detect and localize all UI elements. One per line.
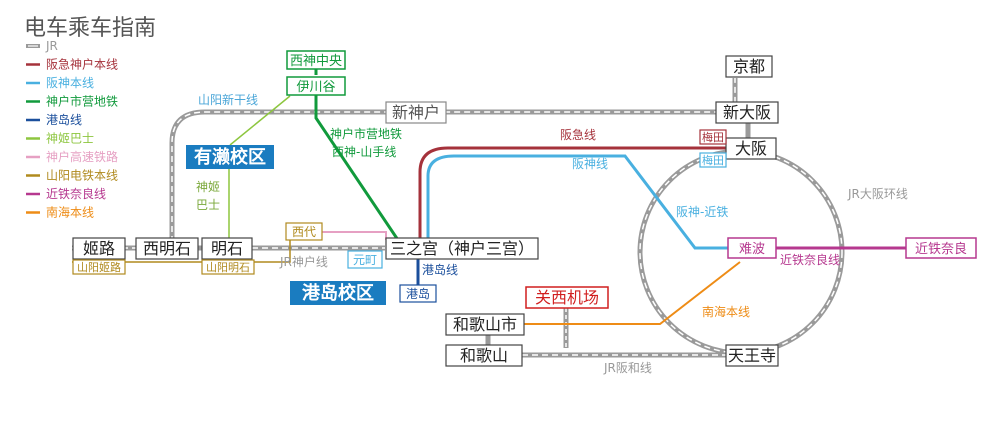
legend-label: 阪急神户本线 [46, 57, 118, 72]
svg-text:大阪: 大阪 [735, 139, 767, 158]
sanyo-line [72, 235, 291, 263]
campus-ariake[interactable]: 有濑校区 [186, 145, 274, 169]
svg-text:新神户: 新神户 [392, 103, 440, 122]
label-hankyu: 阪急线 [560, 127, 596, 142]
label-kintetsu-nara: 近铁奈良线 [780, 252, 840, 267]
hanshin-line [426, 154, 728, 250]
svg-text:西代: 西代 [292, 225, 316, 239]
svg-text:难波: 难波 [739, 242, 765, 257]
legend-item: 近铁奈良线 [26, 186, 106, 201]
station-shin-osaka[interactable]: 新大阪 [715, 101, 779, 124]
svg-text:西明石: 西明石 [143, 239, 191, 258]
legend-label: 阪神本线 [46, 76, 94, 90]
station-wakayamashi[interactable]: 和歌山市 [445, 313, 525, 336]
legend-item: 南海本线 [26, 205, 94, 220]
label-hanshin-kintetsu: 阪神-近铁 [676, 205, 728, 219]
label-subway-2: 西神-山手线 [332, 145, 396, 159]
station-kyoto[interactable]: 京都 [725, 55, 773, 78]
legend-item: 港岛线 [26, 112, 82, 127]
legend-item: 阪神本线 [26, 76, 94, 90]
legend-label: 近铁奈良线 [46, 186, 106, 201]
svg-text:和歌山市: 和歌山市 [453, 315, 517, 334]
svg-text:港岛校区: 港岛校区 [302, 282, 374, 304]
legend-item: 神户高速铁路 [26, 149, 118, 164]
campus-port[interactable]: 港岛校区 [290, 281, 386, 305]
legend-label: 神户市营地铁 [46, 94, 118, 109]
legend-item: 神姬巴士 [26, 132, 94, 146]
svg-text:港岛: 港岛 [406, 286, 430, 301]
svg-text:明石: 明石 [211, 239, 243, 258]
station-motomachi[interactable]: 元町 [347, 250, 383, 269]
station-umeda-hanshin[interactable]: 梅田 [699, 152, 727, 168]
svg-text:元町: 元町 [353, 253, 377, 267]
label-port-liner: 港岛线 [422, 262, 458, 277]
station-port[interactable]: 港岛 [399, 284, 437, 303]
legend-item: 阪急神户本线 [26, 57, 118, 72]
svg-text:西神中央: 西神中央 [290, 54, 342, 69]
station-wakayama[interactable]: 和歌山 [445, 344, 523, 367]
label-bus-1: 神姬 [196, 180, 220, 194]
station-namba[interactable]: 难波 [727, 237, 777, 259]
page-title: 电车乘车指南 [24, 16, 156, 41]
station-tennoji[interactable]: 天王寺 [725, 344, 779, 367]
station-sanyo-himeji[interactable]: 山阳姬路 [72, 259, 126, 275]
station-akashi[interactable]: 明石 [201, 237, 253, 260]
svg-text:天王寺: 天王寺 [728, 346, 776, 365]
svg-text:新大阪: 新大阪 [723, 103, 771, 122]
station-himeji[interactable]: 姬路 [72, 237, 126, 260]
legend: JR 阪急神户本线阪神本线神户市营地铁港岛线神姬巴士神户高速铁路山阳电铁本线近铁奈… [26, 39, 118, 220]
station-nishiakashi[interactable]: 西明石 [135, 237, 199, 260]
svg-text:姬路: 姬路 [83, 239, 115, 258]
legend-label: 港岛线 [46, 112, 82, 127]
label-sanyo-shinkansen: 山阳新干线 [198, 92, 258, 107]
svg-text:关西机场: 关西机场 [535, 288, 599, 307]
svg-text:有濑校区: 有濑校区 [194, 146, 266, 168]
station-ikawadani[interactable]: 伊川谷 [286, 76, 346, 96]
station-seishin-chuo[interactable]: 西神中央 [286, 50, 346, 70]
station-kintetsu-nara[interactable]: 近铁奈良 [905, 237, 977, 259]
station-sannomiya[interactable]: 三之宫（神户三宫） [385, 237, 539, 260]
svg-text:近铁奈良: 近铁奈良 [915, 241, 967, 257]
svg-text:梅田: 梅田 [702, 153, 724, 167]
legend-item: JR [26, 39, 58, 53]
label-subway-1: 神户市营地铁 [330, 126, 402, 141]
label-jr-loop: JR大阪环线 [847, 187, 908, 201]
label-nankai: 南海本线 [702, 304, 750, 319]
svg-text:和歌山: 和歌山 [460, 346, 508, 365]
label-hanshin: 阪神线 [572, 157, 608, 171]
station-nishidai[interactable]: 西代 [285, 222, 323, 241]
svg-text:京都: 京都 [733, 57, 765, 76]
svg-text:山阳姬路: 山阳姬路 [77, 261, 121, 274]
svg-text:伊川谷: 伊川谷 [296, 80, 335, 95]
nankai-line [524, 261, 741, 325]
station-sanyo-akashi[interactable]: 山阳明石 [201, 259, 255, 275]
label-bus-2: 巴士 [196, 198, 220, 212]
bus-line [228, 95, 291, 240]
label-jr-kobe: JR神户线 [279, 254, 328, 269]
legend-item: 神户市营地铁 [26, 94, 118, 109]
svg-text:梅田: 梅田 [702, 130, 724, 144]
legend-label: JR [45, 39, 58, 53]
station-osaka[interactable]: 大阪 [725, 137, 777, 160]
station-shinkobe[interactable]: 新神户 [385, 101, 447, 124]
legend-label: 神姬巴士 [46, 132, 94, 146]
label-jr-hanwa: JR阪和线 [603, 361, 652, 375]
station-kix[interactable]: 关西机场 [525, 286, 609, 309]
kobe-kosoku-line [320, 231, 387, 240]
hankyu-line [418, 146, 730, 240]
svg-text:三之宫（神户三宫）: 三之宫（神户三宫） [390, 239, 534, 258]
legend-label: 南海本线 [46, 205, 94, 220]
legend-label: 山阳电铁本线 [46, 169, 118, 183]
legend-item: 山阳电铁本线 [26, 169, 118, 183]
station-umeda-hankyu[interactable]: 梅田 [699, 129, 727, 145]
legend-label: 神户高速铁路 [46, 149, 118, 164]
svg-text:山阳明石: 山阳明石 [206, 261, 250, 274]
